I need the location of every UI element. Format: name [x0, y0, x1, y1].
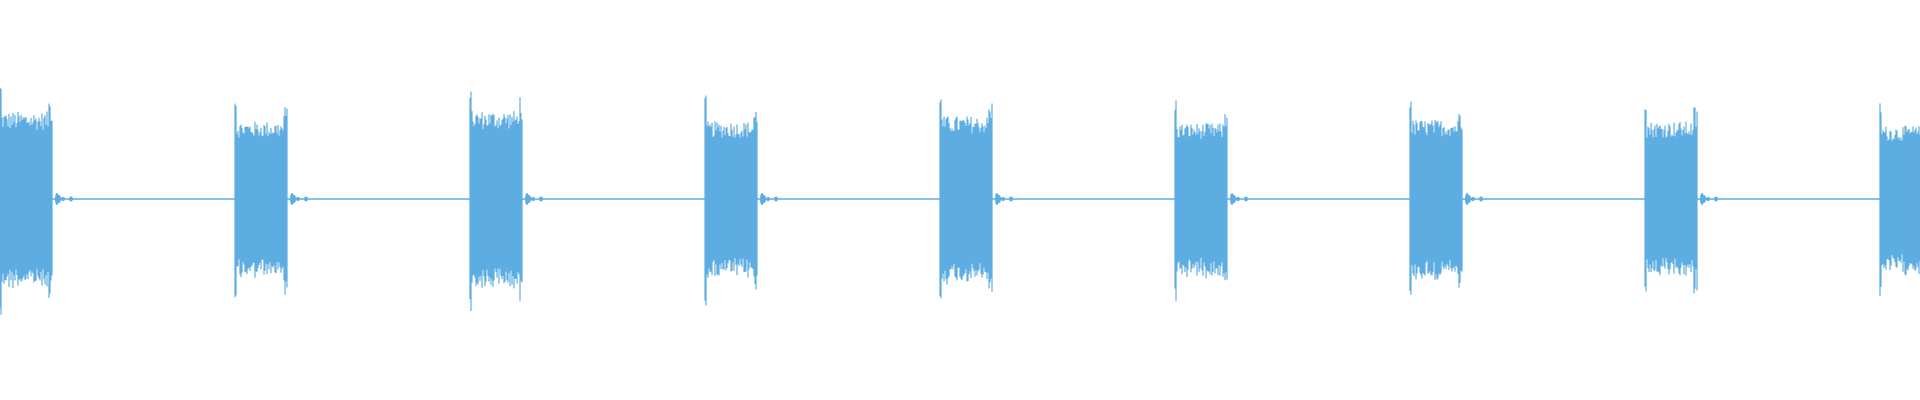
waveform-burst [1879, 103, 1920, 296]
waveform-burst [1644, 107, 1718, 294]
waveform-burst [469, 91, 543, 312]
waveform-burst [939, 99, 1013, 299]
waveform-burst [0, 88, 73, 315]
waveform-burst [234, 103, 308, 298]
waveform-burst [1174, 100, 1248, 301]
waveform-burst [704, 95, 778, 306]
waveform-layer [0, 88, 1920, 315]
waveform-burst [1409, 101, 1483, 295]
